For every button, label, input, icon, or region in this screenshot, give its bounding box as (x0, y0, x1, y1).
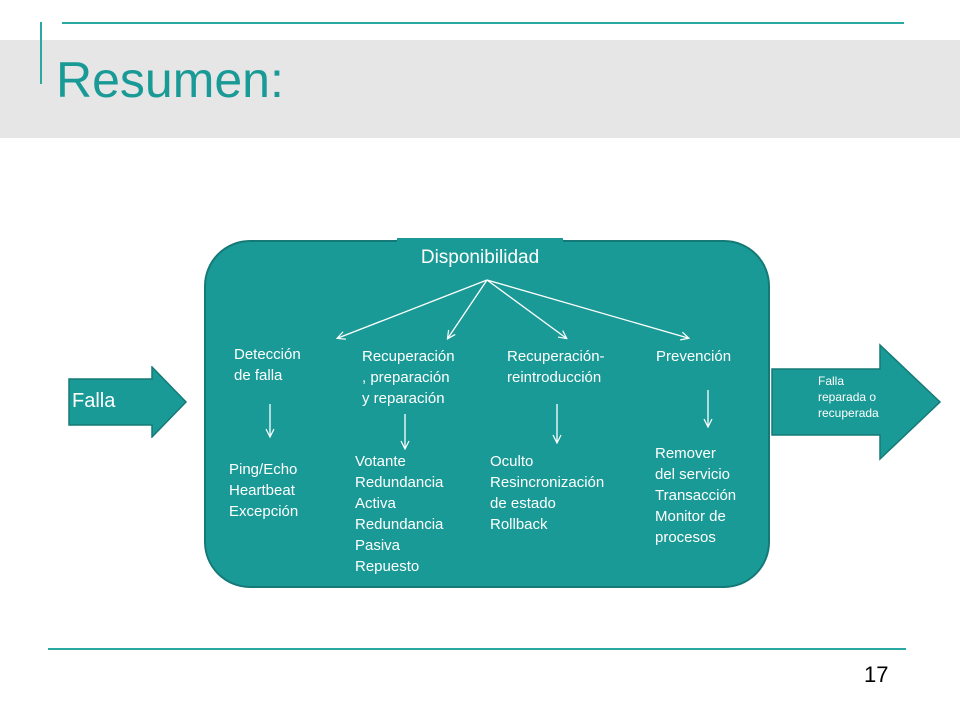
tactics-reintroduction: Oculto Resincronización de estado Rollba… (490, 453, 605, 533)
tactics-recovery-prep: Votante Redundancia Activa Redundancia P… (355, 453, 444, 575)
input-label: Falla (72, 390, 116, 412)
branch-arrow-reintroduction (486, 279, 566, 338)
page-number: 17 (864, 662, 889, 687)
output-label: Falla reparada o recuperada (818, 374, 879, 420)
input-arrow-shape (68, 366, 188, 438)
category-recovery-prep-label: Recuperación , preparación y reparación (362, 348, 455, 407)
category-detection-label: Detección de falla (234, 346, 301, 384)
availability-tab (397, 238, 563, 280)
output-arrow-shape (771, 343, 942, 461)
branch-arrow-detection (338, 279, 488, 338)
top-rule (62, 22, 904, 24)
slide-title: Resumen: (56, 52, 284, 108)
tactics-detection: Ping/Echo Heartbeat Excepción (229, 461, 299, 520)
branch-arrow-recovery-prep (448, 279, 488, 338)
branch-arrow-prevention (486, 279, 688, 338)
title-band (0, 40, 960, 138)
tactics-prevention: Remover del servicio Transacción Monitor… (655, 445, 737, 546)
category-prevention-label: Prevención (656, 348, 732, 365)
availability-box (204, 240, 770, 588)
left-accent-rule (40, 22, 42, 84)
bottom-rule (48, 648, 906, 650)
availability-label: Disponibilidad (420, 247, 540, 268)
category-reintroduction-label: Recuperación- reintroducción (507, 348, 605, 386)
